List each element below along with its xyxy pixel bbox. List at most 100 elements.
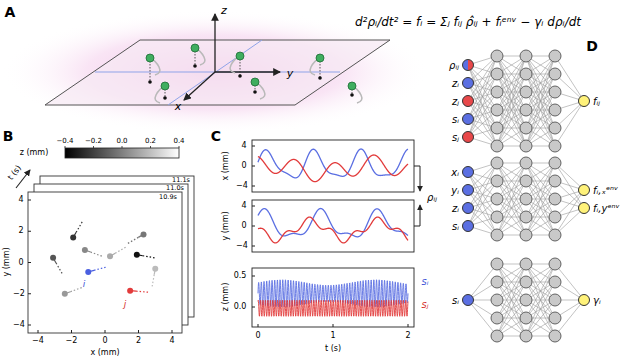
axis-name: x xyxy=(175,101,182,112)
neuron-circle xyxy=(462,131,474,143)
nn-weight xyxy=(497,282,526,336)
plane-dot xyxy=(193,64,197,68)
hidden-neuron xyxy=(520,294,532,306)
neuron-circle xyxy=(462,77,474,89)
hidden-neuron xyxy=(549,294,561,306)
hidden-neuron xyxy=(549,157,561,169)
glow xyxy=(0,10,430,134)
hidden-neuron xyxy=(549,312,561,324)
hidden-neuron xyxy=(520,211,532,223)
organism-head xyxy=(251,78,259,86)
hidden-neuron xyxy=(549,104,561,116)
nn-weight xyxy=(526,181,555,235)
trail xyxy=(115,246,127,253)
nn-weight xyxy=(497,181,526,235)
tick-label: 0.4 xyxy=(173,138,184,145)
neuron-label: sⱼ xyxy=(452,132,459,143)
plane-dot xyxy=(148,80,152,84)
organism xyxy=(127,288,133,294)
hidden-neuron xyxy=(520,104,532,116)
neuron-circle xyxy=(578,184,590,196)
tick-label: 0.5 xyxy=(234,272,247,280)
nn-weight xyxy=(526,92,555,146)
hidden-neuron xyxy=(520,229,532,241)
neuron-label: fᵢ,yᵉⁿᵛ xyxy=(593,203,620,214)
bracket-arrow xyxy=(414,166,420,191)
organism-head xyxy=(161,82,169,90)
input-neuron: ρᵢⱼ xyxy=(449,59,474,71)
tick-label: −4 xyxy=(236,182,248,190)
trajectory xyxy=(258,300,408,316)
tick xyxy=(408,324,409,327)
nn-weight xyxy=(497,92,526,146)
nn-weight xyxy=(497,163,526,217)
neuron-circle xyxy=(578,95,590,107)
hidden-neuron xyxy=(491,276,503,288)
neuron-label: xᵢ xyxy=(451,167,459,178)
neuron-circle xyxy=(462,184,474,196)
input-neuron: yᵢ xyxy=(451,184,474,196)
tick-label: 2 xyxy=(405,332,410,340)
tick xyxy=(252,246,255,247)
neuron-label: zᵢ xyxy=(452,203,459,214)
tick-label: 2 xyxy=(136,337,141,345)
nn-weight xyxy=(497,282,526,336)
colorbar xyxy=(65,148,179,158)
hidden-neuron xyxy=(549,276,561,288)
axis-title: t (s) xyxy=(7,164,23,182)
panel-letter: A xyxy=(5,5,16,19)
tick xyxy=(252,186,255,187)
hidden-neuron xyxy=(520,258,532,270)
trail xyxy=(70,287,83,292)
tick xyxy=(122,146,123,148)
neuron-label: zᵢ xyxy=(452,78,459,89)
hidden-neuron xyxy=(520,50,532,62)
input-neuron: sᵢ xyxy=(452,294,474,306)
hidden-neuron xyxy=(491,122,503,134)
tick xyxy=(28,231,31,232)
hidden-neuron xyxy=(520,330,532,342)
hidden-neuron xyxy=(549,258,561,270)
tick-label: −0.4 xyxy=(57,138,74,145)
hidden-neuron xyxy=(520,122,532,134)
hidden-neuron xyxy=(549,68,561,80)
panel-letter: B xyxy=(3,129,14,143)
tick-label: 1 xyxy=(330,332,335,340)
tick xyxy=(38,330,39,333)
hidden-neuron xyxy=(491,193,503,205)
tick xyxy=(150,146,151,148)
organism-head xyxy=(191,44,199,52)
nn-weight xyxy=(497,264,526,318)
nn-weight xyxy=(497,163,526,217)
nn-weight xyxy=(526,264,555,318)
tick-label: 0 xyxy=(241,222,246,230)
tick xyxy=(28,262,31,263)
frame-time: 11.0s xyxy=(166,185,184,192)
neuron-circle xyxy=(462,220,474,232)
neuron-label: γᵢ xyxy=(593,295,601,306)
hidden-neuron xyxy=(520,157,532,169)
output-neuron: fᵢ,ₓᵉⁿᵛ xyxy=(578,184,618,196)
axis-title: x (mm) xyxy=(222,151,230,180)
plane-dot xyxy=(238,74,242,78)
distance-label: ρᵢⱼ xyxy=(427,193,437,203)
neuron-circle xyxy=(462,113,474,125)
nn-weight xyxy=(526,264,555,318)
axis-title: z (mm) xyxy=(20,149,49,157)
neuron-label: zⱼ xyxy=(452,96,459,107)
plot-frame xyxy=(252,140,414,192)
axis-title: x (mm) xyxy=(90,349,119,357)
hidden-neuron xyxy=(491,175,503,187)
nn-weight xyxy=(526,282,555,336)
trail xyxy=(126,237,138,244)
output-neuron: fᵢⱼ xyxy=(578,95,600,107)
nn-weight xyxy=(526,181,555,235)
plot-frame xyxy=(252,268,414,327)
neuron-circle xyxy=(462,59,474,71)
plane-dot xyxy=(318,76,322,80)
nn-weight xyxy=(497,264,526,318)
neuron-label: sᵢ xyxy=(452,295,459,306)
tick-label: 0 xyxy=(18,259,23,267)
axis-name: z xyxy=(221,5,227,16)
hidden-neuron xyxy=(520,140,532,152)
